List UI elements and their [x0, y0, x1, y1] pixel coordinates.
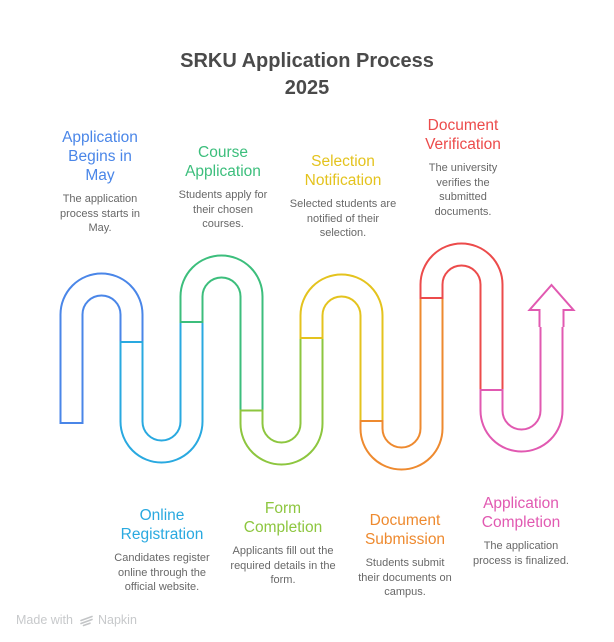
step-block-2: Online Registration Candidates register …: [97, 506, 227, 595]
step-block-4: Form Completion Applicants fill out the …: [218, 499, 348, 588]
napkin-brand-text: Napkin: [97, 613, 137, 627]
step-8-label: Application Completion: [481, 495, 561, 531]
step-8-description: The application process is finalized.: [473, 540, 569, 567]
step-block-8: Application Completion The application p…: [456, 494, 586, 568]
step-block-1: Application Begins in May The applicatio…: [35, 128, 165, 236]
step-1-label: Application Begins in May: [62, 129, 138, 184]
arrow-head-icon: [527, 283, 576, 327]
step-2-label: Online Registration: [120, 507, 204, 543]
snake-segment-dividers: [59, 297, 504, 424]
footer-credit: Made with Napkin: [16, 612, 137, 628]
step-4-description: Applicants fill out the required details…: [230, 545, 336, 586]
step-3-description: Students apply for their chosen courses.: [178, 189, 268, 230]
step-5-description: Selected students are notified of their …: [289, 198, 397, 239]
step-6-label: Document Submission: [364, 512, 446, 548]
page-title-line1: SRKU Application Process: [180, 50, 434, 72]
page-title: SRKU Application Process 2025: [0, 48, 614, 102]
step-7-description: The university verifies the submitted do…: [428, 162, 498, 218]
step-2-description: Candidates register online through the o…: [114, 552, 210, 593]
made-with-text: Made with: [16, 613, 73, 627]
step-7-label: Document Verification: [425, 117, 501, 153]
napkin-logo-icon: [80, 615, 93, 627]
snake-inner-white: [61, 244, 562, 469]
step-block-6: Document Submission Students submit thei…: [340, 511, 470, 600]
step-3-label: Course Application: [185, 144, 261, 180]
step-4-label: Form Completion: [243, 500, 323, 536]
step-block-3: Course Application Students apply for th…: [158, 143, 288, 232]
step-6-description: Students submit their documents on campu…: [358, 557, 452, 598]
step-1-description: The application process starts in May.: [59, 193, 141, 234]
step-block-7: Document Verification The university ver…: [398, 116, 528, 219]
page-title-line2: 2025: [284, 77, 330, 99]
step-block-5: Selection Notification Selected students…: [278, 152, 408, 241]
step-5-label: Selection Notification: [304, 153, 382, 189]
